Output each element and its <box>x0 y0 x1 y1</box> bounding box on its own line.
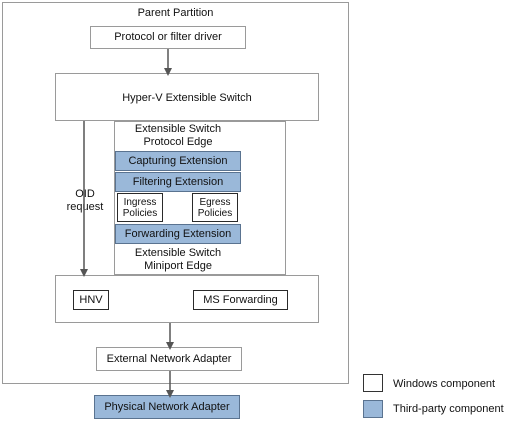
miniport-edge-line1: Extensible Switch <box>134 247 222 259</box>
forwarding-extension: Forwarding Extension <box>115 224 241 244</box>
protocol-edge: Extensible Switch Protocol Edge <box>115 122 241 150</box>
protocol-edge-line1: Extensible Switch <box>134 123 222 135</box>
physical-adapter-label: Physical Network Adapter <box>104 400 230 413</box>
legend-windows-label: Windows component <box>393 378 496 390</box>
legend-windows-swatch <box>363 374 383 392</box>
parent-partition-label: Parent Partition <box>137 7 214 19</box>
external-adapter-label: External Network Adapter <box>106 352 232 365</box>
parent-partition-frame <box>2 2 349 384</box>
physical-adapter-box: Physical Network Adapter <box>94 395 240 419</box>
protocol-driver-label: Protocol or filter driver <box>114 31 222 43</box>
oid-request-label: OID request <box>63 188 107 214</box>
switch-box <box>55 73 319 121</box>
ingress-line1: Ingress <box>123 196 157 208</box>
oid-line1: OID <box>75 188 95 200</box>
hnv-box: HNV <box>73 290 109 310</box>
egress-line2: Policies <box>197 207 233 219</box>
extension-stack-frame <box>114 121 286 275</box>
switch-label: Hyper-V Extensible Switch <box>122 92 252 104</box>
filtering-extension: Filtering Extension <box>115 172 241 192</box>
miniport-edge: Extensible Switch Miniport Edge <box>115 246 241 274</box>
ingress-line2: Policies <box>122 207 158 219</box>
legend-third-party-swatch <box>363 400 383 418</box>
forwarding-extension-label: Forwarding Extension <box>124 227 232 240</box>
ms-forwarding-box: MS Forwarding <box>193 290 288 310</box>
protocol-edge-line2: Protocol Edge <box>143 136 213 148</box>
ms-forwarding-label: MS Forwarding <box>203 293 278 306</box>
egress-policies: Egress Policies <box>192 193 238 222</box>
miniport-edge-line2: Miniport Edge <box>144 260 212 272</box>
capturing-extension-label: Capturing Extension <box>128 154 228 167</box>
filtering-extension-label: Filtering Extension <box>132 175 224 188</box>
egress-line1: Egress <box>199 196 231 208</box>
external-adapter-box: External Network Adapter <box>96 347 242 371</box>
capturing-extension: Capturing Extension <box>115 151 241 171</box>
oid-line2: request <box>66 201 104 213</box>
protocol-driver-box: Protocol or filter driver <box>90 26 246 49</box>
hnv-label: HNV <box>79 293 103 306</box>
ingress-policies: Ingress Policies <box>117 193 163 222</box>
legend-third-party-label: Third-party component <box>393 403 504 415</box>
